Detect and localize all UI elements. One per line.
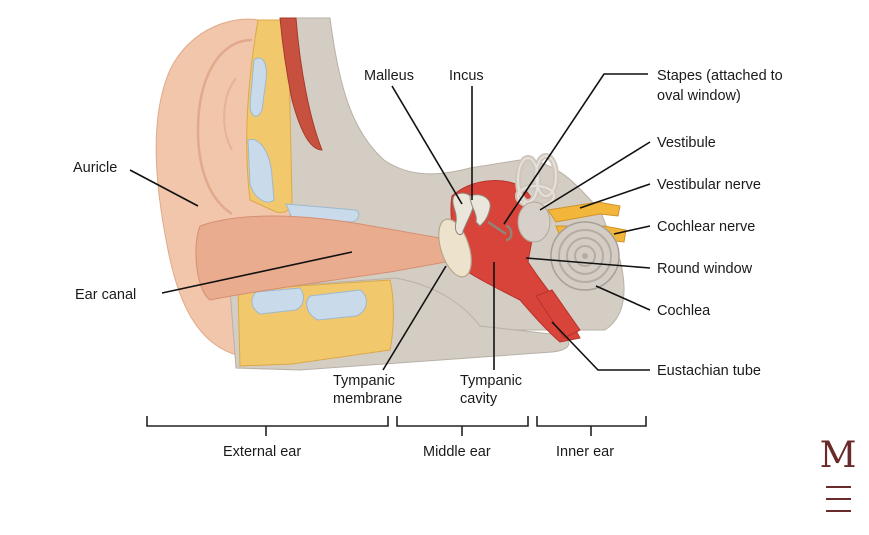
menu-logo-letter: M xyxy=(819,435,857,476)
incus-shape xyxy=(469,194,491,227)
bracket-middle-ear xyxy=(396,416,529,436)
stapes-shape xyxy=(487,221,513,242)
label-cochlea: Cochlea xyxy=(657,303,711,319)
bracket-external-ear xyxy=(146,416,389,436)
label-vestibular-nerve: Vestibular nerve xyxy=(657,177,761,193)
label-inner-ear: Inner ear xyxy=(556,444,614,460)
label-incus: Incus xyxy=(449,68,484,84)
bracket-inner-ear xyxy=(536,416,647,436)
auricle-fold xyxy=(196,38,253,216)
label-auricle: Auricle xyxy=(73,160,117,176)
label-middle-ear: Middle ear xyxy=(423,444,491,460)
cochlea-shape xyxy=(550,221,620,291)
cartilage-4 xyxy=(306,289,367,321)
menu-button[interactable]: M xyxy=(817,435,859,518)
label-tympanic-cavity-line1: Tympanic xyxy=(460,373,522,389)
label-malleus: Malleus xyxy=(364,68,414,84)
label-eustachian-tube: Eustachian tube xyxy=(657,363,761,379)
label-tympanic-membrane-line1: Tympanic xyxy=(333,373,395,389)
cartilage-3 xyxy=(251,287,304,315)
label-stapes-line1: Stapes (attached to xyxy=(657,68,783,84)
cartilage-2 xyxy=(247,138,275,203)
label-ear-canal: Ear canal xyxy=(75,287,136,303)
vestibule-body xyxy=(517,201,551,243)
label-vestibule: Vestibule xyxy=(657,135,716,151)
leader-lines xyxy=(129,73,651,371)
label-tympanic-membrane-line2: membrane xyxy=(333,391,402,407)
tympanic-membrane-shape xyxy=(438,218,472,278)
auricle-inner-fold xyxy=(223,77,237,151)
muscle-stripe xyxy=(279,17,323,151)
label-external-ear: External ear xyxy=(223,444,301,460)
label-tympanic-cavity-line2: cavity xyxy=(460,391,498,407)
label-round-window: Round window xyxy=(657,261,753,277)
label-cochlear-nerve: Cochlear nerve xyxy=(657,219,755,235)
label-stapes-line2: oval window) xyxy=(657,88,741,104)
cartilage-1 xyxy=(249,57,267,117)
